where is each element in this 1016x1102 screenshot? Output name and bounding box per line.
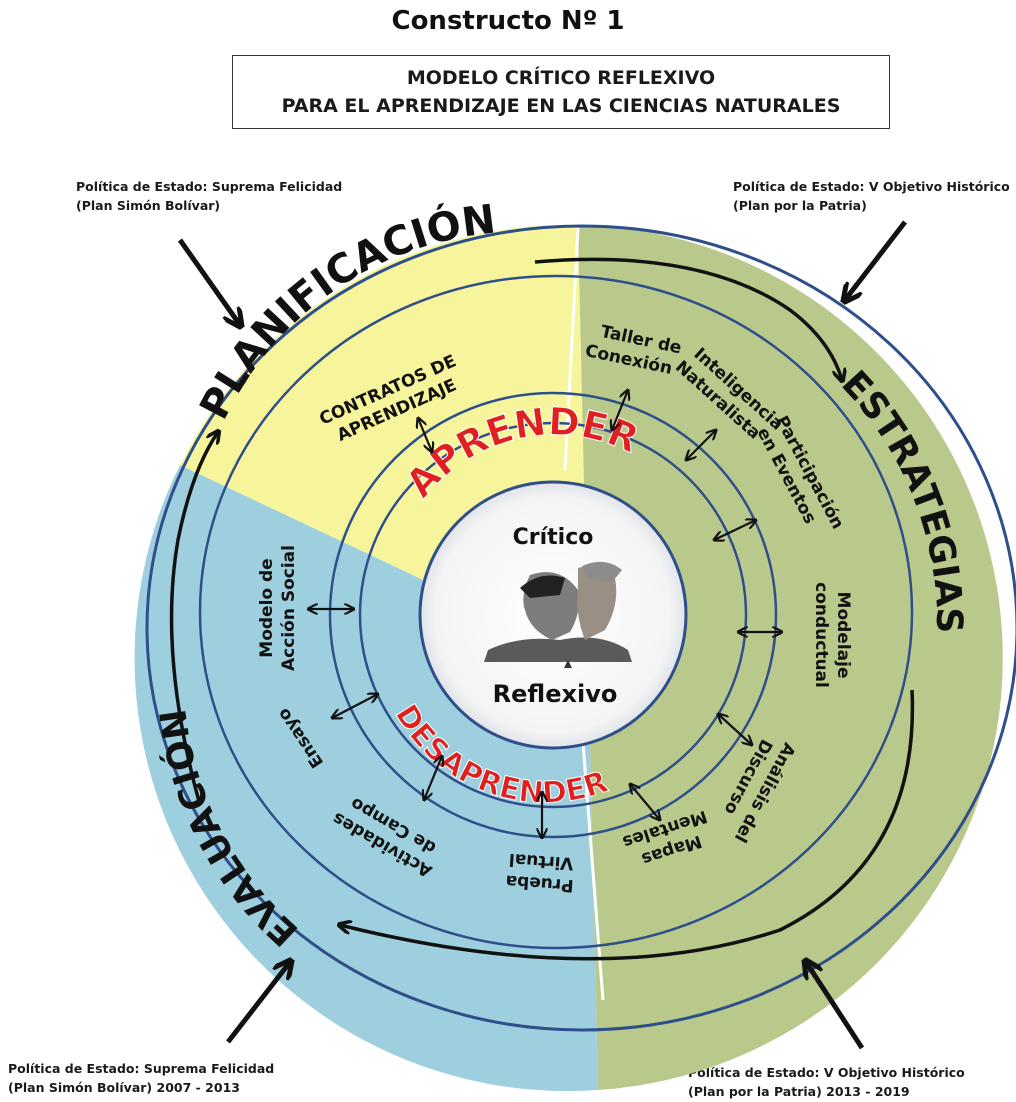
arrow-taller: [612, 390, 628, 430]
arrow-analisis: [718, 714, 752, 745]
critico-label: Crítico: [513, 525, 594, 550]
outer-boundary-ring: [145, 224, 1016, 1032]
policy-bottom-right-line2: (Plan por la Patria) 2013 - 2019: [688, 1084, 910, 1099]
arrow-ensayo: [332, 694, 378, 718]
page-title: Constructo Nº 1: [391, 6, 625, 36]
prueba-line-2: Virtual: [508, 849, 574, 873]
policy-bottom-left-line1: Política de Estado: Suprema Felicidad: [8, 1061, 275, 1076]
arrow-contratos: [418, 418, 432, 452]
policy-bottom-left: Política de Estado: Suprema Felicidad (P…: [8, 1059, 274, 1097]
policy-top-right-line1: Política de Estado: V Objetivo Histórico: [733, 179, 1010, 194]
modelaje-label: Modelaje conductual: [811, 582, 853, 688]
policy-bottom-right-line1: Política de Estado: V Objetivo Histórico: [688, 1065, 965, 1080]
policy-arrow-bottom-right: [806, 962, 865, 1050]
accion-line-1: Modelo de: [257, 558, 277, 657]
cycle-arrow-plan-to-estr: [534, 257, 842, 380]
policy-top-right-line2: (Plan por la Patria): [733, 198, 867, 213]
prueba-line-1: Prueba: [505, 871, 574, 896]
policy-bottom-left-line2: (Plan Simón Bolívar) 2007 - 2013: [8, 1080, 240, 1095]
arrow-mapas: [630, 784, 660, 820]
subtitle-line-1: MODELO CRÍTICO REFLEXIVO: [406, 67, 716, 89]
policy-top-right: Política de Estado: V Objetivo Histórico…: [733, 177, 1010, 215]
reflexivo-label: Reflexivo: [493, 680, 618, 708]
arrow-actividades: [424, 756, 442, 800]
policy-arrow-top-left: [177, 238, 240, 325]
subtitle-line-2: PARA EL APRENDIZAJE EN LAS CIENCIAS NATU…: [281, 95, 841, 117]
sector-divider-top: [563, 227, 580, 471]
policy-arrow-top-right: [845, 220, 907, 300]
policy-top-left-line2: (Plan Simón Bolívar): [76, 198, 221, 213]
subtitle-box: MODELO CRÍTICO REFLEXIVO PARA EL APRENDI…: [232, 55, 890, 129]
arrow-inteligencia: [686, 430, 716, 460]
two-faces-silhouette-image: [484, 561, 632, 668]
middle-ring: [198, 274, 914, 950]
sector-divider-bottom: [580, 729, 605, 1001]
inner-ring-inner: [358, 421, 748, 809]
policy-top-left-line1: Política de Estado: Suprema Felicidad: [76, 179, 343, 194]
policy-arrow-bottom-left: [226, 962, 290, 1044]
prueba-label: Prueba Virtual: [505, 849, 574, 896]
cycle-arrow-eval-to-plan: [169, 432, 218, 806]
accion-line-2: Acción Social: [279, 545, 299, 671]
modelaje-line-2: conductual: [811, 582, 831, 688]
modelaje-line-1: Modelaje: [833, 592, 853, 679]
cycle-arrow-estr-to-eval: [340, 689, 915, 961]
inner-ring-outer: [328, 391, 778, 839]
policy-top-left: Política de Estado: Suprema Felicidad (P…: [76, 177, 342, 215]
policy-bottom-right: Política de Estado: V Objetivo Histórico…: [688, 1063, 965, 1101]
arrow-participacion: [714, 520, 756, 540]
accion-social-label: Modelo de Acción Social: [257, 545, 299, 671]
